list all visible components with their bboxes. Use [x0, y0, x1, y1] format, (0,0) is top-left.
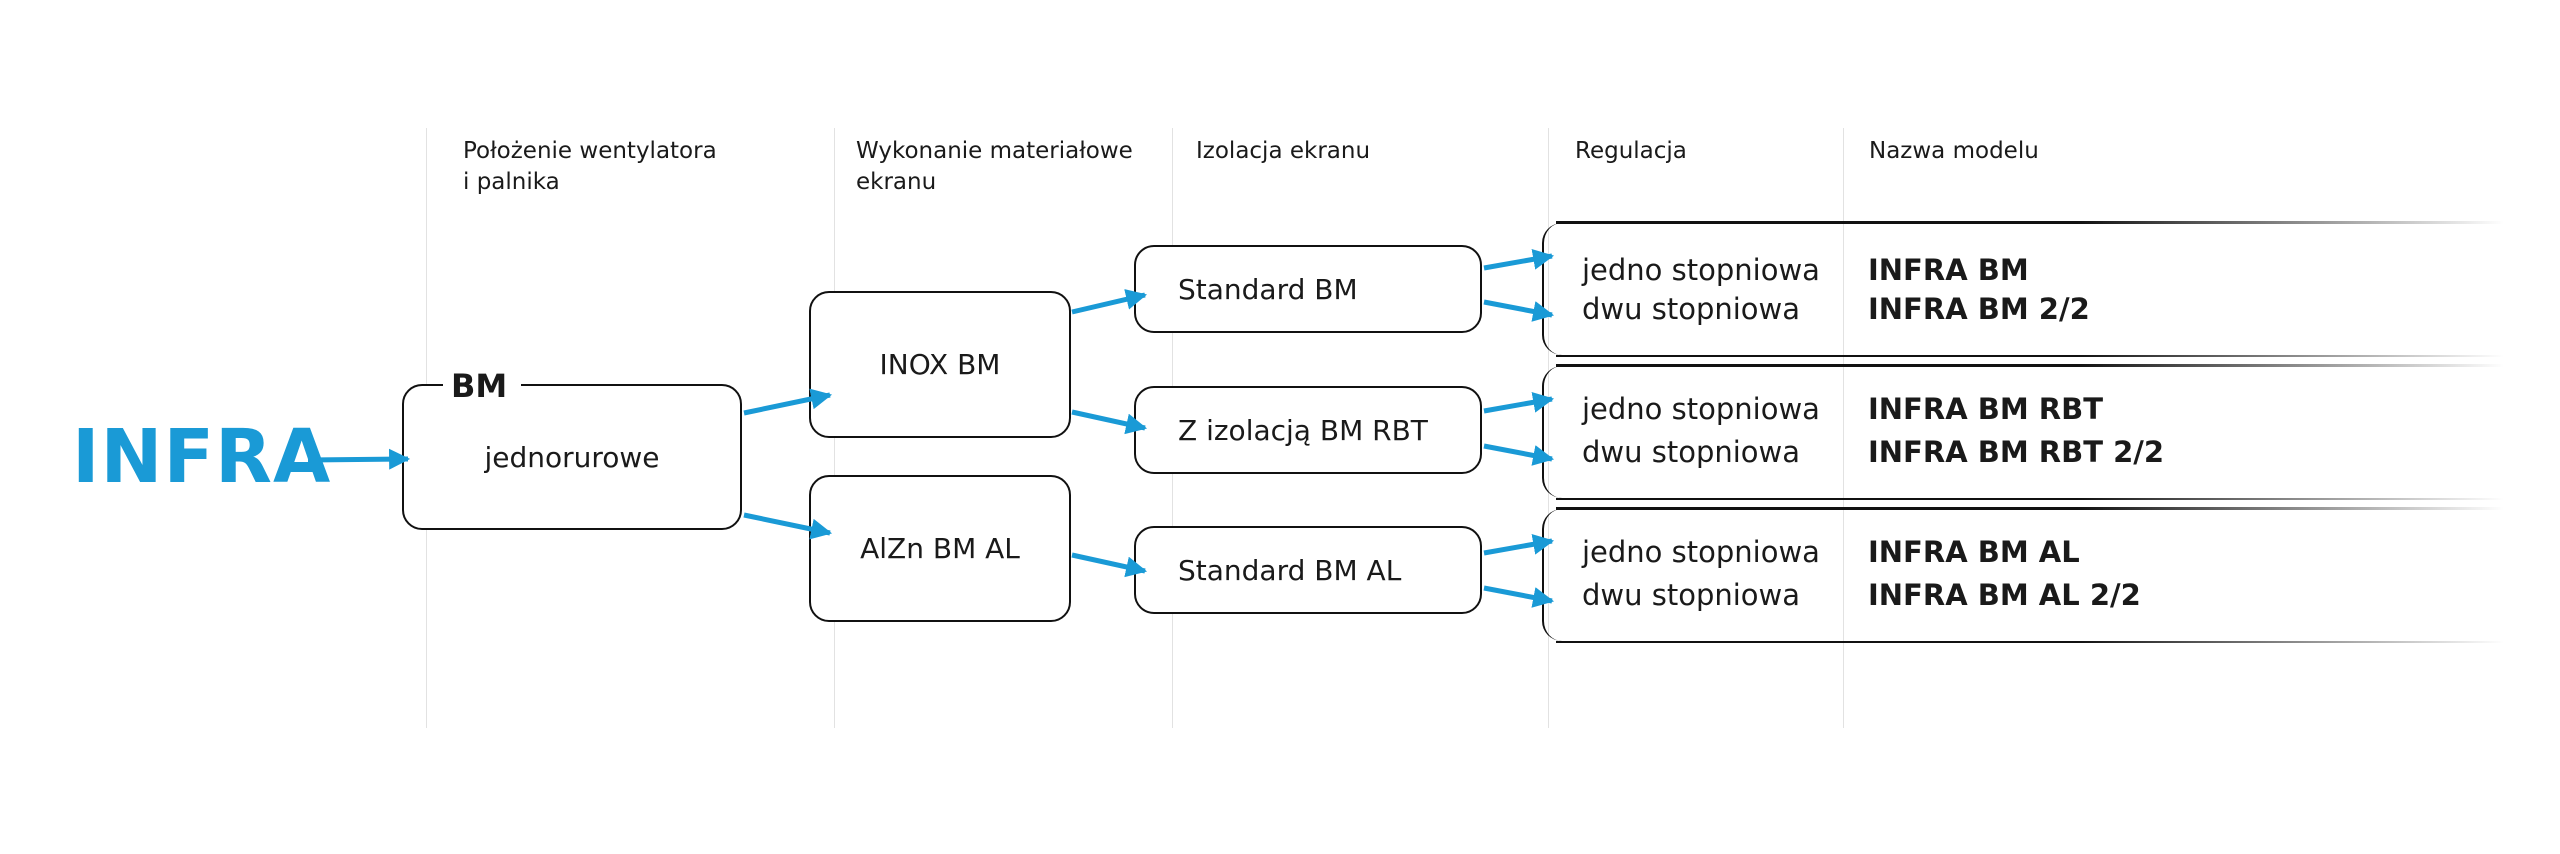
node-inox-bm-label: INOX BM: [879, 348, 1001, 381]
node-bm-tag: BM: [443, 366, 522, 406]
node-standard-bm-al: Standard BM AL: [1134, 526, 1482, 614]
output-group-bm-rbt-bottom-edge: [1556, 497, 2504, 500]
node-inox-bm: INOX BM: [809, 291, 1071, 438]
regulation-single-stage: jedno stopniowa: [1582, 253, 1820, 287]
arrow-standard-to-two: [1483, 299, 1555, 322]
model-name: INFRA BM 2/2: [1868, 292, 2090, 326]
model-name: INFRA BM: [1868, 253, 2029, 287]
arrow-standard-al-to-single: [1483, 533, 1555, 556]
brand-title: INFRA: [72, 414, 332, 500]
model-name: INFRA BM RBT: [1868, 392, 2104, 426]
arrow-standard-to-single: [1483, 248, 1555, 271]
output-group-bm-rbt-top-edge: [1556, 364, 2504, 367]
node-jednorurowe-label: jednorurowe: [484, 440, 660, 474]
arrow-inox-to-standard: [1071, 289, 1148, 315]
arrow-inox-to-izolacja: [1071, 409, 1148, 435]
node-izolacja-bm-rbt: Z izolacją BM RBT: [1134, 386, 1482, 474]
column-divider-4: [1548, 128, 1549, 728]
output-group-bm-bottom-edge: [1556, 354, 2504, 357]
output-group-bm-rbt: [1542, 364, 2504, 500]
model-name: INFRA BM RBT 2/2: [1868, 435, 2165, 469]
output-group-bm-al: [1542, 507, 2504, 643]
regulation-two-stage: dwu stopniowa: [1582, 292, 1801, 326]
node-standard-bm-al-label: Standard BM AL: [1178, 553, 1402, 587]
node-jednorurowe: jednorurowe: [402, 384, 742, 530]
regulation-single-stage: jedno stopniowa: [1582, 392, 1820, 426]
regulation-two-stage: dwu stopniowa: [1582, 435, 1801, 469]
column-header-model-name: Nazwa modelu: [1869, 138, 2039, 164]
node-alzn-bm-al-label: AlZn BM AL: [860, 532, 1020, 565]
arrow-alzn-to-standard-al: [1071, 552, 1148, 578]
regulation-two-stage: dwu stopniowa: [1582, 578, 1801, 612]
regulation-single-stage: jedno stopniowa: [1582, 535, 1820, 569]
model-name: INFRA BM AL: [1868, 535, 2080, 569]
output-group-bm-al-top-edge: [1556, 507, 2504, 510]
column-header-material: Wykonanie materiałowe ekranu: [856, 138, 1133, 195]
arrow-bm-to-inox: [743, 388, 833, 416]
arrow-standard-al-to-two: [1483, 585, 1555, 608]
arrow-infra-to-bm: [307, 448, 411, 470]
node-alzn-bm-al: AlZn BM AL: [809, 475, 1071, 622]
model-name: INFRA BM AL 2/2: [1868, 578, 2141, 612]
node-standard-bm: Standard BM: [1134, 245, 1482, 333]
column-divider-5: [1843, 128, 1844, 728]
node-standard-bm-label: Standard BM: [1178, 272, 1358, 306]
column-header-insulation: Izolacja ekranu: [1196, 138, 1371, 164]
node-izolacja-bm-rbt-label: Z izolacją BM RBT: [1178, 413, 1428, 447]
arrow-bm-to-alzn: [743, 512, 833, 540]
output-group-bm-top-edge: [1556, 221, 2504, 224]
output-group-bm: [1542, 221, 2504, 357]
column-header-regulation: Regulacja: [1575, 138, 1687, 164]
output-group-bm-al-bottom-edge: [1556, 640, 2504, 643]
arrow-izolacja-to-single: [1483, 391, 1555, 414]
arrow-izolacja-to-two: [1483, 443, 1555, 466]
column-header-fan-position: Położenie wentylatora i palnika: [463, 138, 717, 195]
